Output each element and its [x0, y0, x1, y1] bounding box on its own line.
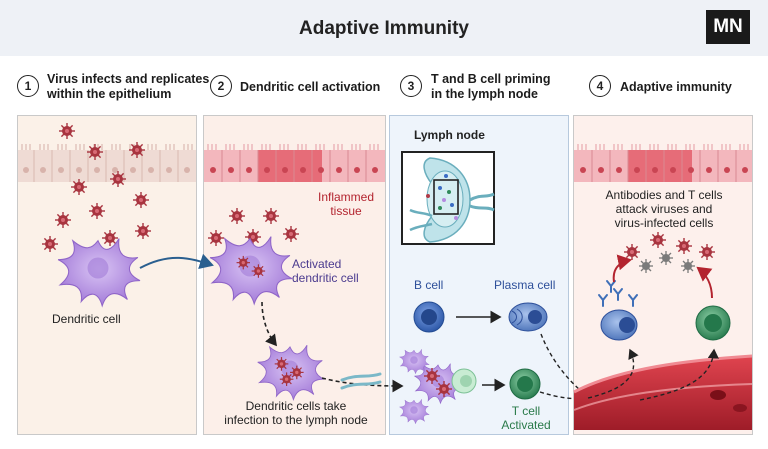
label-activated-line2: dendritic cell	[292, 271, 359, 285]
label-t-activated: Activated	[501, 418, 551, 432]
label-inflamed-line1: Inflammed	[317, 190, 375, 204]
plasma-cell-effector	[600, 309, 638, 341]
header-bar: Adaptive Immunity MN	[0, 0, 768, 56]
page-title: Adaptive Immunity	[299, 18, 469, 39]
step-title-1-line2: within the epithelium	[47, 87, 172, 101]
step-title-3-line1: T and B cell priming	[431, 72, 551, 86]
t-cell-effector	[695, 305, 731, 341]
b-cell	[413, 301, 445, 333]
label-take-line1: Dendritic cells take	[245, 399, 347, 413]
brand-logo: MN	[706, 10, 750, 44]
label-inflamed-line2: tissue	[330, 204, 362, 218]
plasma-cell	[508, 302, 548, 332]
label-b-cell: B cell	[414, 278, 444, 292]
epithelium-panel2	[204, 144, 385, 182]
label-activated-line1: Activated	[292, 257, 342, 271]
label-inflamed-tissue: Inflammed tissue	[316, 190, 376, 218]
dendritic-cell-migrating	[257, 344, 325, 401]
step-title-3: T and B cell priming in the lymph node	[431, 72, 550, 102]
naive-t-cell	[451, 368, 477, 394]
dendritic-cell-resting	[57, 238, 141, 307]
arrow-dc-down	[261, 301, 277, 347]
arrow-plasma-up	[587, 348, 639, 399]
step-title-2: Dendritic cell activation	[240, 80, 380, 95]
arrow-migrate	[139, 253, 214, 269]
label-plasma-cell: Plasma cell	[494, 278, 556, 292]
step-number-4: 4	[589, 75, 611, 97]
viruses-panel1	[41, 122, 152, 253]
arrow-t-up	[639, 348, 719, 401]
lymph-vessel-icon	[340, 372, 382, 390]
epithelium-panel1	[18, 144, 196, 182]
dendritic-cell-small-2	[399, 399, 430, 424]
step-title-3-line2: in the lymph node	[431, 87, 538, 101]
step-number-3: 3	[400, 75, 422, 97]
step-title-1-line1: Virus infects and replicates	[47, 72, 210, 86]
step-number-1: 1	[17, 75, 39, 97]
blood-vessel	[573, 354, 753, 430]
antibodies	[598, 280, 638, 307]
label-dc-migration: Dendritic cells take infection to the ly…	[216, 399, 376, 427]
step-number-2: 2	[210, 75, 232, 97]
label-activated-dc: Activated dendritic cell	[292, 257, 359, 285]
step-title-4-line1: Adaptive immunity	[620, 80, 732, 94]
viruses-panel2	[207, 207, 300, 247]
arrow-antibody-attack	[612, 254, 632, 283]
dendritic-cell-activated	[209, 236, 293, 305]
step-title-1: Virus infects and replicates within the …	[47, 72, 209, 102]
arrow-plasma-out	[540, 333, 581, 391]
step-title-2-line1: Dendritic cell activation	[240, 80, 381, 94]
label-adaptive-line2: attack viruses and	[615, 202, 713, 216]
step-title-4: Adaptive immunity	[620, 80, 732, 95]
arrow-tcell-attack	[696, 266, 713, 299]
label-t-cell: T cell	[511, 404, 541, 418]
label-take-line2: infection to the lymph node	[224, 413, 368, 427]
label-lymph-node: Lymph node	[414, 128, 485, 142]
label-adaptive-effect: Antibodies and T cells attack viruses an…	[586, 188, 742, 230]
label-adaptive-line1: Antibodies and T cells	[605, 188, 723, 202]
activated-t-cell	[509, 368, 541, 400]
lymph-node-diagram	[401, 151, 495, 245]
label-dendritic-cell: Dendritic cell	[52, 312, 121, 326]
epithelium-panel4	[574, 144, 752, 182]
label-adaptive-line3: virus-infected cells	[614, 216, 714, 230]
viruses-panel4	[623, 231, 716, 274]
